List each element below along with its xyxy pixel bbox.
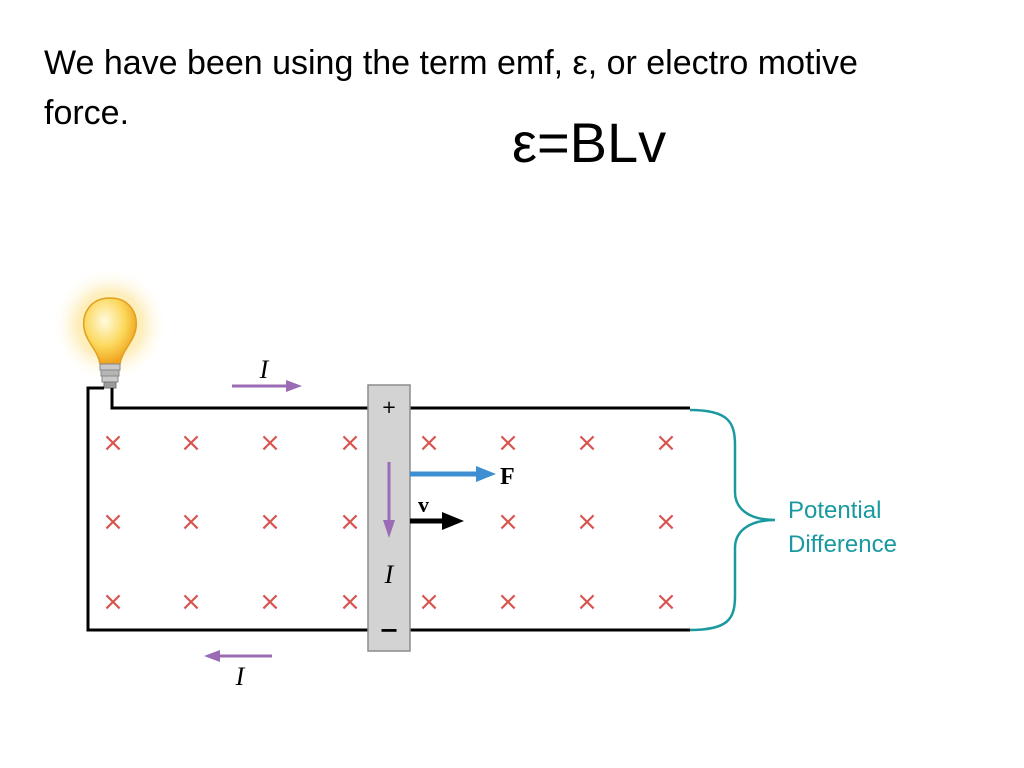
field-marker: ×: [102, 587, 124, 617]
field-marker: ×: [655, 587, 677, 617]
intro-text: We have been using the term emf, ε, or e…: [44, 44, 858, 132]
bottom-current-arrow: I: [204, 650, 272, 691]
sliding-rod: + − I: [367, 384, 411, 652]
field-marker: ×: [655, 507, 677, 537]
negative-terminal: −: [379, 616, 399, 644]
field-marker: ×: [339, 587, 361, 617]
field-marker: ×: [102, 507, 124, 537]
bottom-current-label: I: [235, 662, 246, 691]
field-marker: ×: [102, 428, 124, 458]
field-marker: ×: [497, 507, 519, 537]
field-marker: ×: [576, 428, 598, 458]
field-marker: ×: [259, 428, 281, 458]
field-marker: ×: [576, 587, 598, 617]
top-current-arrow: I: [232, 355, 302, 392]
rod-current-arrowhead: [383, 520, 395, 538]
field-marker: ×: [576, 507, 598, 537]
field-marker: ×: [339, 428, 361, 458]
force-label: F: [500, 464, 515, 490]
positive-terminal: +: [381, 397, 396, 418]
field-marker: ×: [655, 428, 677, 458]
field-marker: ×: [418, 587, 440, 617]
field-marker: ×: [418, 428, 440, 458]
field-marker: ×: [180, 587, 202, 617]
top-rail: [110, 388, 690, 410]
velocity-arrow: v: [410, 492, 464, 530]
force-arrow: F: [410, 464, 515, 490]
light-bulb-icon: [52, 267, 168, 389]
field-marker: ×: [180, 507, 202, 537]
velocity-label: v: [418, 492, 429, 517]
rod-current-label: I: [384, 560, 395, 589]
field-marker: ×: [339, 507, 361, 537]
brace-label-line2: Difference: [788, 531, 897, 558]
potential-difference-brace: [689, 408, 776, 632]
field-marker: ×: [259, 507, 281, 537]
field-marker: ×: [180, 428, 202, 458]
field-marker: ×: [497, 587, 519, 617]
field-marker: ×: [259, 587, 281, 617]
magnetic-field-markers: × × × × × × × × × × × × × × × × × × × × …: [102, 428, 677, 617]
brace-label-line1: Potential: [788, 497, 881, 524]
emf-formula: ε=BLv: [512, 111, 667, 174]
field-marker: ×: [497, 428, 519, 458]
top-current-label: I: [259, 355, 270, 384]
